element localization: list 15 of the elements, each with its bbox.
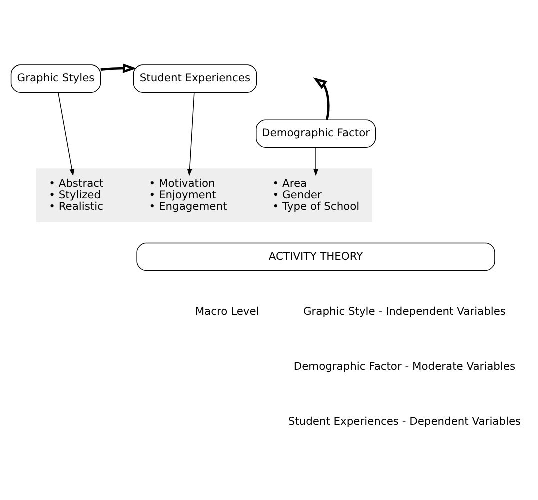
node-box: Student Experiences (133, 64, 258, 92)
label: Macro Level (195, 304, 260, 318)
arrow (187, 92, 195, 176)
label: Student Experiences - Dependent Variables (288, 414, 522, 428)
arrow (58, 92, 75, 176)
arrow (314, 146, 318, 176)
node-box: Graphic Styles (10, 64, 102, 92)
node-box: Demographic Factor (256, 119, 376, 148)
node-text: • Abstract • Stylized • Realistic (49, 176, 104, 212)
label: Demographic Factor - Moderate Variables (294, 359, 516, 372)
node-text: • Motivation • Enjoyment • Engagement (149, 176, 228, 212)
node-box: ACTIVITY THEORY (136, 242, 496, 271)
arrow (100, 63, 137, 73)
label: Graphic Style - Independent Variables (303, 304, 506, 318)
node-text: • Area • Gender • Type of School (272, 176, 360, 212)
